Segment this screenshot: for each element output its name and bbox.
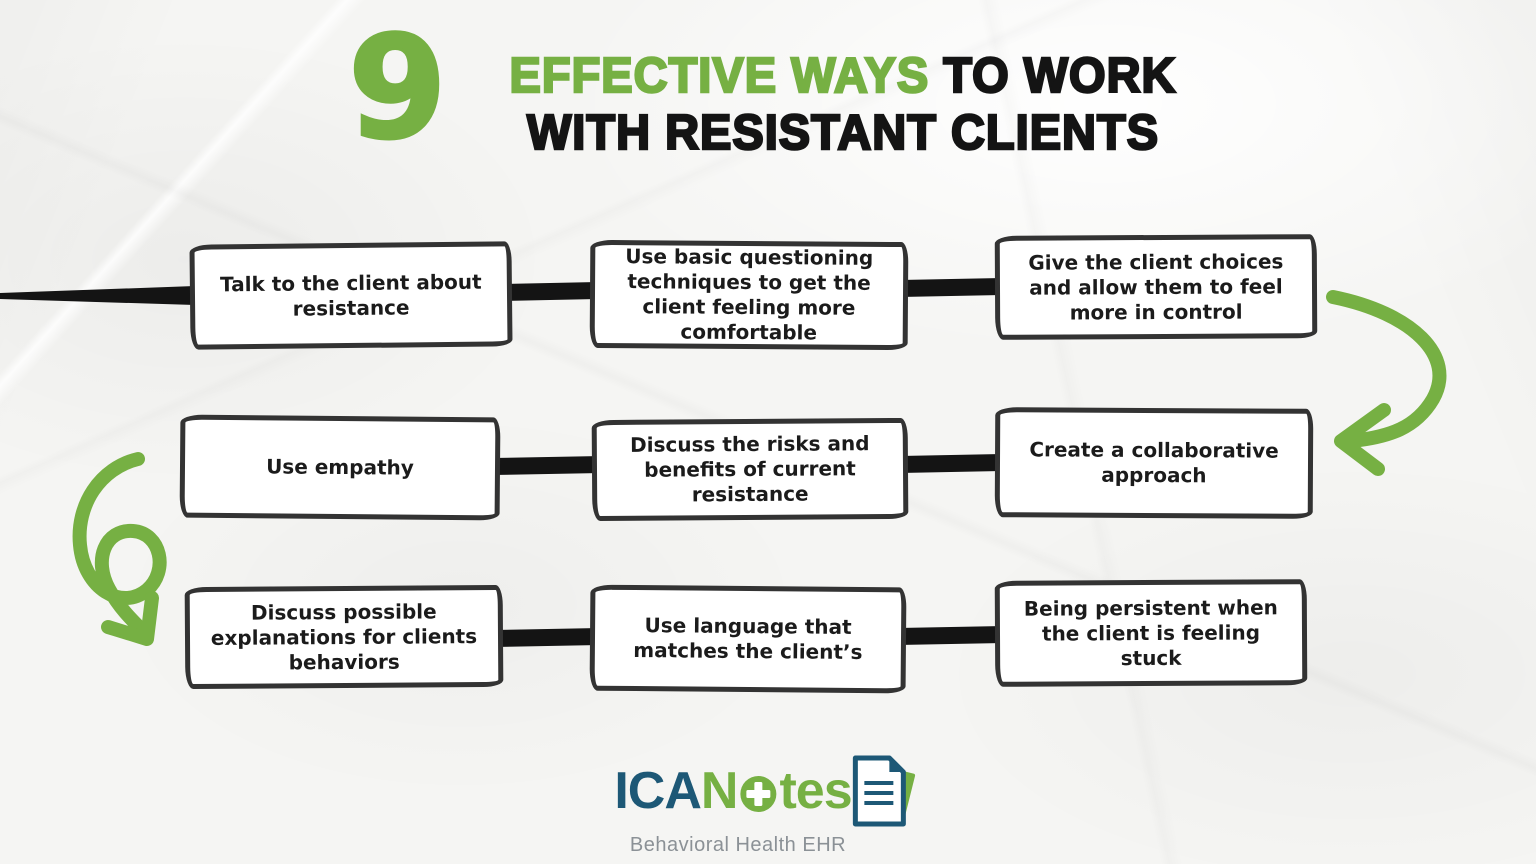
step-label-6: Create a collaborative approach — [1029, 437, 1279, 488]
step-box-4: Use empathy — [179, 414, 501, 521]
step-label-2: Use basic questioning techniques to get … — [625, 244, 874, 345]
logo-tagline: Behavioral Health EHR — [629, 834, 847, 856]
title-line1-rest: TO WORK — [942, 46, 1177, 104]
step-label-4: Use empathy — [266, 454, 414, 480]
step-label-5: Discuss the risks and benefits of curren… — [630, 431, 870, 507]
step-box-2: Use basic questioning techniques to get … — [589, 239, 909, 351]
medical-cross-icon — [740, 776, 777, 812]
curved-arrow-left-icon — [1326, 290, 1447, 476]
step-box-3: Give the client choices and allow them t… — [994, 234, 1318, 340]
logo-notes-n: N — [700, 762, 739, 820]
step-box-7: Discuss possible explanations for client… — [184, 584, 504, 690]
step-box-1: Talk to the client about resistance — [189, 241, 513, 350]
title-highlight: EFFECTIVE WAYS — [508, 46, 930, 104]
step-label-8: Use language that matches the client’s — [633, 613, 863, 664]
connector-line — [900, 278, 1002, 297]
step-box-6: Create a collaborative approach — [994, 407, 1314, 519]
step-box-8: Use language that matches the client’s — [589, 584, 907, 694]
connector-line — [900, 454, 1002, 473]
step-label-7: Discuss possible explanations for client… — [210, 598, 478, 674]
connector-line — [492, 456, 602, 475]
title-number: 9 — [347, 6, 449, 171]
connector-line — [494, 628, 600, 647]
connector-line — [502, 282, 598, 301]
step-box-9: Being persistent when the client is feel… — [994, 579, 1308, 687]
loop-arrow-down-icon — [72, 452, 167, 646]
logo-ica-text: ICA — [614, 762, 702, 820]
step-box-5: Discuss the risks and benefits of curren… — [591, 417, 909, 522]
step-label-9: Being persistent when the client is feel… — [1023, 594, 1278, 670]
title-line-2: WITH RESISTANT CLIENTS — [526, 103, 1160, 161]
connector-line — [898, 626, 1004, 645]
step-label-1: Talk to the client about resistance — [219, 269, 482, 321]
document-icon — [853, 755, 916, 827]
step-label-3: Give the client choices and allow them t… — [1028, 248, 1284, 324]
connector-line — [0, 286, 195, 305]
logo-notes-tes: tes — [779, 762, 852, 820]
